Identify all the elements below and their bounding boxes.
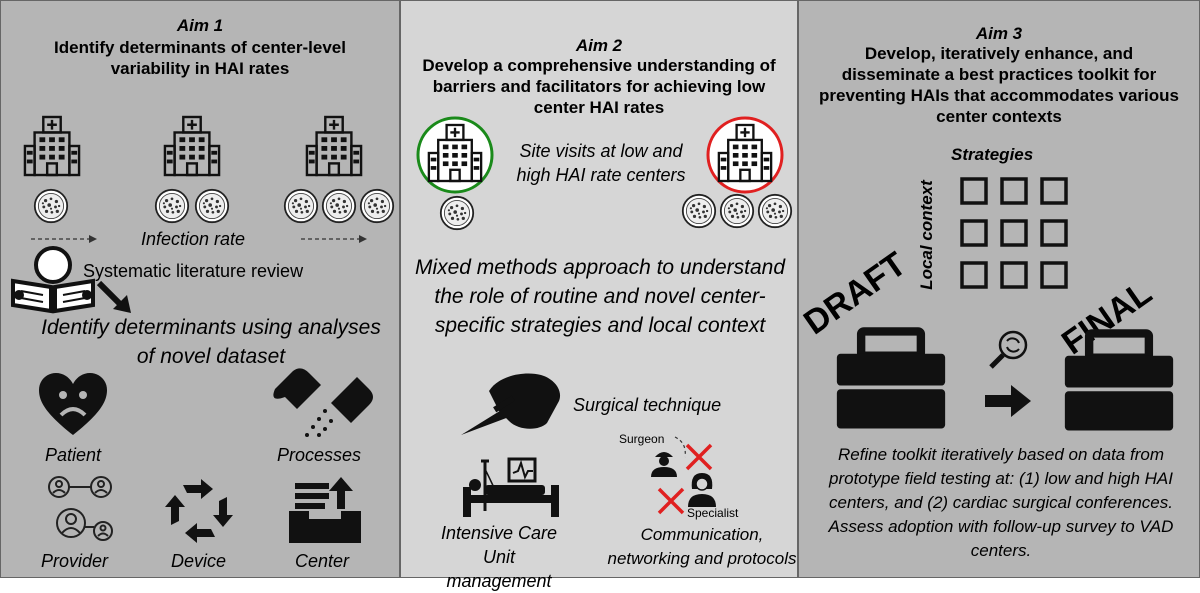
strategies-label: Strategies bbox=[951, 145, 1034, 164]
device-cycle-icon bbox=[165, 479, 233, 543]
x-mark-icon bbox=[657, 487, 685, 515]
toolkit-draft-icon bbox=[835, 327, 947, 431]
surgeon-icon bbox=[651, 452, 677, 477]
strategy-grid-icon bbox=[960, 177, 1068, 289]
toolkit-final-icon bbox=[1063, 329, 1175, 433]
aim1-label: Aim 1 bbox=[176, 16, 224, 35]
hospital-icon bbox=[163, 115, 221, 177]
petri-dish-icon bbox=[757, 193, 793, 229]
site-visits-label: Site visits at low and high HAI rate cen… bbox=[516, 141, 686, 185]
hospital-icon bbox=[717, 123, 773, 183]
local-context-label: Local context bbox=[917, 180, 936, 290]
petri-dish-icon bbox=[719, 193, 755, 229]
specialist-label: Specialist bbox=[687, 506, 739, 520]
dashed-arrow-icon bbox=[301, 235, 367, 243]
provider-label: Provider bbox=[41, 551, 109, 571]
aim1-panel: Aim 1 Identify determinants of center-le… bbox=[0, 0, 400, 578]
surgical-technique-label: Surgical technique bbox=[573, 395, 722, 415]
x-mark-icon bbox=[685, 443, 713, 471]
dashed-link-icon bbox=[674, 436, 686, 458]
surgeon-label: Surgeon bbox=[619, 432, 665, 446]
refine-description: Refine toolkit iteratively based on data… bbox=[828, 445, 1174, 560]
petri-dish-icon bbox=[681, 193, 717, 229]
icu-bed-icon bbox=[463, 457, 559, 517]
mixed-methods-label: Mixed methods approach to understand the… bbox=[414, 256, 786, 337]
dashed-arrow-icon bbox=[31, 235, 97, 243]
center-label: Center bbox=[295, 551, 350, 571]
processes-label: Processes bbox=[277, 445, 362, 465]
sad-heart-icon bbox=[39, 373, 107, 435]
scalpel-hand-icon bbox=[461, 373, 561, 435]
aim3-panel: Aim 3 Develop, iteratively enhance, and … bbox=[797, 0, 1200, 578]
right-arrow-icon bbox=[985, 385, 1031, 417]
petri-dish-icon bbox=[154, 188, 190, 224]
hospital-icon bbox=[427, 123, 483, 183]
communication-label: Communication, networking and protocols bbox=[607, 525, 797, 568]
inbox-upload-icon bbox=[289, 477, 361, 543]
hospital-icon bbox=[23, 115, 81, 177]
aim3-title: Develop, iteratively enhance, and dissem… bbox=[819, 44, 1179, 126]
hospital-icon bbox=[305, 115, 363, 177]
determinants-label: Identify determinants using analyses of … bbox=[41, 316, 381, 368]
magnifier-refresh-icon bbox=[989, 330, 1028, 369]
aim2-title: Develop a comprehensive understanding of… bbox=[422, 56, 776, 117]
aim2-label: Aim 2 bbox=[575, 36, 623, 55]
petri-dish-icon bbox=[439, 195, 475, 231]
icu-management-label: Intensive Care Unit management bbox=[440, 523, 558, 591]
infection-rate-label: Infection rate bbox=[141, 229, 246, 249]
reading-person-icon bbox=[11, 246, 131, 314]
patient-label: Patient bbox=[45, 445, 102, 465]
aim3-label: Aim 3 bbox=[975, 24, 1023, 43]
device-label: Device bbox=[171, 551, 227, 571]
pill-capsule-icon bbox=[273, 368, 373, 437]
provider-network-icon bbox=[48, 476, 113, 541]
petri-dish-icon bbox=[283, 188, 319, 224]
aim1-title: Identify determinants of center-level va… bbox=[54, 38, 346, 78]
petri-dish-icon bbox=[194, 188, 230, 224]
literature-review-label: Systematic literature review bbox=[83, 261, 304, 281]
petri-dish-icon bbox=[321, 188, 357, 224]
petri-dish-icon bbox=[33, 188, 69, 224]
specialist-icon bbox=[688, 473, 716, 507]
petri-dish-icon bbox=[359, 188, 395, 224]
aim2-panel: Aim 2 Develop a comprehensive understand… bbox=[400, 0, 798, 591]
